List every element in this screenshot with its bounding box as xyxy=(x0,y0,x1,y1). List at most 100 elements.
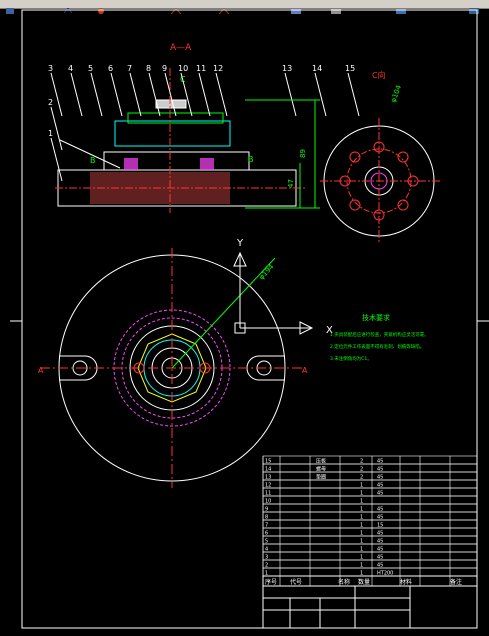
pan-icon[interactable] xyxy=(170,0,182,15)
callout-7: 7 xyxy=(127,64,132,73)
bolt-hole xyxy=(397,151,409,163)
callout-15: 15 xyxy=(345,64,355,73)
svg-text:A: A xyxy=(253,8,258,15)
bolt-hole xyxy=(349,199,361,211)
bom-qty: 2 xyxy=(360,459,363,465)
bom-name: 垫圈 xyxy=(316,474,326,481)
section-b-mark: B xyxy=(90,156,96,165)
bom-no: 8 xyxy=(265,515,268,521)
zoom-window-icon[interactable]: A xyxy=(252,0,264,16)
tech-line-2: 2.定位元件工作表面不得有毛刺、划痕等缺陷。 xyxy=(330,343,424,350)
bom-no: 14 xyxy=(265,467,271,473)
bom-mat: 45 xyxy=(377,507,383,513)
bom-qty: 2 xyxy=(360,475,363,481)
bom-row: 9 1 45 xyxy=(262,503,478,513)
bom-row: 2 1 45 xyxy=(262,559,478,569)
bom-header-cell: 序号 xyxy=(265,578,277,586)
tech-line-3: 3.未注倒角均为C1。 xyxy=(330,355,372,362)
bom-no: 1 xyxy=(265,571,268,577)
bom-row: 10 1 xyxy=(262,495,478,505)
bom-no: 9 xyxy=(265,507,268,513)
callout-6: 6 xyxy=(108,64,113,73)
bom-row: 13 垫圈 2 45 xyxy=(262,471,478,481)
bom-qty: 1 xyxy=(360,491,363,497)
bom-name: 螺母 xyxy=(316,466,326,473)
bom-mat: 45 xyxy=(377,475,383,481)
bom-row: 8 1 45 xyxy=(262,511,478,521)
redo-icon[interactable] xyxy=(95,0,107,14)
dim-47: 47 xyxy=(287,179,295,188)
view-c: C向 φ104 xyxy=(320,70,440,244)
close-icon[interactable] xyxy=(468,0,480,14)
bom-mat: 45 xyxy=(377,547,383,553)
bolt-hole xyxy=(397,199,409,211)
bom-mat: 45 xyxy=(377,515,383,521)
bom-header-cell: 数量 xyxy=(358,578,370,586)
bom-mat: 45 xyxy=(377,467,383,473)
bom-no: 11 xyxy=(265,491,271,497)
bom-no: 4 xyxy=(265,547,268,553)
callout-11: 11 xyxy=(196,64,206,73)
layer-icon[interactable] xyxy=(330,0,342,14)
dim-phi194: φ194 xyxy=(258,262,276,281)
bom-no: 2 xyxy=(265,563,268,569)
callout-10: 10 xyxy=(178,64,188,73)
bom-qty: 1 xyxy=(360,523,363,529)
callout-12: 12 xyxy=(213,64,223,73)
bom-mat: 45 xyxy=(377,563,383,569)
save-icon[interactable] xyxy=(4,0,16,14)
view-c-label: C向 xyxy=(372,70,386,80)
bom-qty: 1 xyxy=(360,515,363,521)
callout-8: 8 xyxy=(146,64,151,73)
bom-qty: 1 xyxy=(360,555,363,561)
bom-qty: 2 xyxy=(360,467,363,473)
axis-y: Y xyxy=(236,238,244,249)
drawing-frame xyxy=(10,9,489,629)
callout-13: 13 xyxy=(282,64,292,73)
bom-qty: 1 xyxy=(360,547,363,553)
callout-9: 9 xyxy=(162,64,167,73)
bom-no: 15 xyxy=(265,459,271,465)
tech-requirements: 技术要求 1.夹具装配后应进行检查，夹紧机构应灵活可靠。 2.定位元件工作表面不… xyxy=(330,313,429,362)
bom-mat: 45 xyxy=(377,531,383,537)
undo-icon[interactable] xyxy=(62,0,74,14)
bom-qty: 1 xyxy=(360,539,363,545)
bom-no: 13 xyxy=(265,475,271,481)
bom-header-cell: 材料 xyxy=(400,578,412,586)
callout-4: 4 xyxy=(68,64,73,73)
bom-row: 14 螺母 2 45 xyxy=(262,463,478,473)
section-view-aa: A—A B B C xyxy=(55,43,305,213)
callout-3: 3 xyxy=(48,64,53,73)
zoom-icon[interactable] xyxy=(218,0,230,15)
bom-qty: 1 xyxy=(360,499,363,505)
bom-no: 6 xyxy=(265,531,268,537)
plan-view: φ194 A A xyxy=(38,248,308,488)
bom-qty: 1 xyxy=(360,563,363,569)
text-style-icon[interactable] xyxy=(290,0,302,14)
callout-5: 5 xyxy=(88,64,93,73)
bom-mat: 15 xyxy=(377,523,383,529)
properties-icon[interactable] xyxy=(395,0,407,14)
section-a-right: A xyxy=(302,366,308,375)
bom-no: 10 xyxy=(265,499,271,505)
tech-line-1: 1.夹具装配后应进行检查，夹紧机构应灵活可靠。 xyxy=(330,331,429,338)
axis-x: X xyxy=(326,325,333,336)
bom-row: 4 1 45 xyxy=(262,543,478,553)
bom-qty: 1 xyxy=(360,507,363,513)
bom-row: 5 1 45 xyxy=(262,535,478,545)
bom-header-cell: 名称 xyxy=(338,578,350,586)
bom-no: 5 xyxy=(265,539,268,545)
bom-mat: 45 xyxy=(377,539,383,545)
section-b-mark-right: B xyxy=(248,155,254,164)
dim-89: 89 xyxy=(299,149,307,158)
bom-mat: 45 xyxy=(377,483,383,489)
